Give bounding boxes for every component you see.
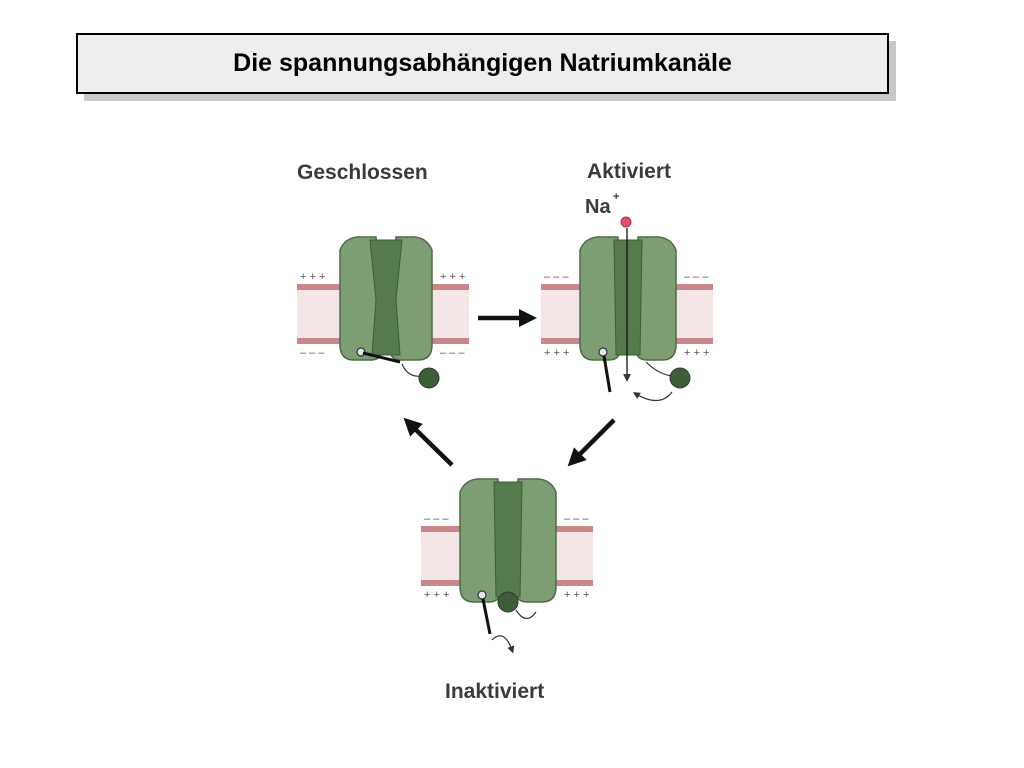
arrow-activated-to-inactivated xyxy=(567,418,616,467)
charge-bottom-activated-left: + + + xyxy=(544,347,569,359)
charge-bottom-closed-right: – – – xyxy=(440,347,465,359)
inactivation-ball-closed xyxy=(418,367,440,389)
activation-gate-closed xyxy=(362,351,401,364)
gate-pivot-inactivated xyxy=(477,590,487,600)
inactivated-label: Inaktiviert xyxy=(445,680,544,703)
charge-top-activated-left: – – – xyxy=(544,271,569,283)
sodium-ion-charge: + xyxy=(613,191,619,203)
tether-inactivated xyxy=(515,609,537,620)
tether-closed xyxy=(401,363,423,377)
arrow-inactivated-to-closed xyxy=(403,417,454,467)
charge-bottom-inactivated-left: + + + xyxy=(424,589,449,601)
charge-top-closed-left: + + + xyxy=(300,271,325,283)
charge-bottom-closed-left: – – – xyxy=(300,347,325,359)
gate-motion-arrow-inactivated xyxy=(491,635,515,654)
charge-top-closed-right: + + + xyxy=(440,271,465,283)
ball-motion-arrow-activated xyxy=(632,391,673,402)
inactivation-ball-inactivated xyxy=(497,591,519,613)
inactivation-ball-activated xyxy=(669,367,691,389)
channel-closed xyxy=(339,236,433,361)
activated-label: Aktiviert xyxy=(587,160,671,183)
closed-state-group: Geschlossen + + + + + + – – – – – – xyxy=(297,161,469,389)
gate-pivot-activated xyxy=(598,347,608,357)
closed-label: Geschlossen xyxy=(297,161,428,184)
charge-bottom-inactivated-right: + + + xyxy=(564,589,589,601)
activation-gate-inactivated xyxy=(481,598,492,635)
sodium-ion-label: Na xyxy=(585,196,611,218)
charge-top-inactivated-right: – – – xyxy=(564,513,589,525)
channel-inactivated xyxy=(459,478,557,603)
slide-title: Die spannungsabhängigen Natriumkanäle xyxy=(76,33,889,94)
charge-top-activated-right: – – – xyxy=(684,271,709,283)
activation-gate-activated xyxy=(602,355,612,393)
channel-activated xyxy=(579,236,677,361)
tether-activated xyxy=(645,361,673,377)
inactivated-state-group: – – – – – – + + + + + + Inaktiviert xyxy=(421,478,593,703)
sodium-ion xyxy=(620,216,632,228)
activated-state-group: Aktiviert Na + – – – – – – + + + + + + xyxy=(541,160,713,402)
charge-top-inactivated-left: – – – xyxy=(424,513,449,525)
charge-bottom-activated-right: + + + xyxy=(684,347,709,359)
